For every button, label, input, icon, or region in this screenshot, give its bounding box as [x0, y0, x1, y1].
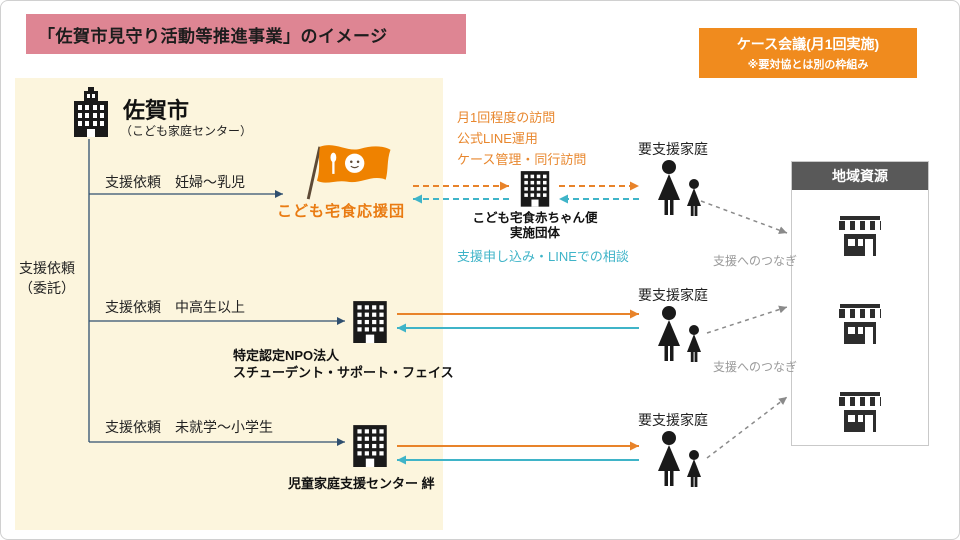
connect-arrow-1	[700, 200, 788, 234]
akachan-name-line2: 実施団体	[509, 226, 560, 240]
visit-note-3: ケース管理・同行訪問	[457, 152, 587, 167]
storefront-icon	[839, 216, 881, 256]
kizuna-name: 児童家庭支援センター 絆	[288, 476, 435, 491]
connect-label-2: 支援へのつなぎ	[713, 360, 798, 374]
takushoku-name: こども宅食応援団	[277, 203, 406, 220]
regional-resources-list	[792, 190, 928, 434]
request-label-2: 支援依頼 中高生以上	[105, 299, 245, 315]
case-meeting-note: ※要対協とは別の枠組み	[747, 59, 869, 71]
regional-resources-title: 地域資源	[792, 162, 928, 190]
visit-note-2: 公式LINE運用	[457, 131, 538, 146]
case-meeting-box: ケース会議(月1回実施) ※要対協とは別の枠組み	[699, 28, 917, 78]
flag-logo-icon	[306, 145, 391, 200]
ssf-name-line2: スチューデント・サポート・フェイス	[233, 365, 454, 380]
building-icon	[353, 301, 387, 343]
building-icon	[353, 425, 387, 467]
request-label-3: 支援依頼 未就学～小学生	[105, 419, 273, 435]
mother-and-child-icon	[658, 160, 701, 216]
page-title: 「佐賀市見守り活動等推進事業」のイメージ	[38, 26, 388, 46]
visit-note-1: 月1回程度の訪問	[457, 110, 556, 125]
title-banner: 「佐賀市見守り活動等推進事業」のイメージ	[26, 14, 466, 54]
saga-city-subtitle: （こども家庭センター）	[120, 124, 253, 138]
request-label-1: 支援依頼 妊婦～乳児	[105, 174, 245, 190]
building-icon	[520, 171, 550, 207]
consult-note: 支援申し込み・LINEでの相談	[457, 249, 629, 264]
ssf-name: 特定認定NPO法人 スチューデント・サポート・フェイス	[233, 347, 454, 381]
delegation-label: 支援依頼 （委託）	[19, 258, 75, 298]
case-meeting-title: ケース会議(月1回実施)	[736, 36, 880, 52]
visit-notes: 月1回程度の訪問 公式LINE運用 ケース管理・同行訪問	[457, 107, 586, 170]
connect-arrow-3	[706, 396, 788, 459]
building-icon	[74, 87, 108, 137]
connect-arrow-2	[706, 305, 788, 334]
storefront-icon	[839, 392, 881, 432]
mother-and-child-icon	[658, 431, 701, 487]
delegation-line1: 支援依頼	[19, 260, 75, 276]
ssf-name-line1: 特定認定NPO法人	[233, 348, 340, 363]
mother-and-child-icon	[658, 306, 701, 362]
akachan-name-line1: こども宅食赤ちゃん便	[472, 211, 598, 225]
delegation-line2: （委託）	[19, 280, 75, 296]
family-label-3: 要支援家庭	[638, 412, 708, 428]
akachan-name: こども宅食赤ちゃん便 実施団体	[464, 211, 606, 241]
saga-city-name: 佐賀市	[123, 98, 190, 123]
connect-label-1: 支援へのつなぎ	[713, 254, 798, 268]
regional-resources-box: 地域資源	[791, 161, 929, 446]
family-label-2: 要支援家庭	[638, 287, 708, 303]
storefront-icon	[839, 304, 881, 344]
family-label-1: 要支援家庭	[638, 141, 708, 157]
